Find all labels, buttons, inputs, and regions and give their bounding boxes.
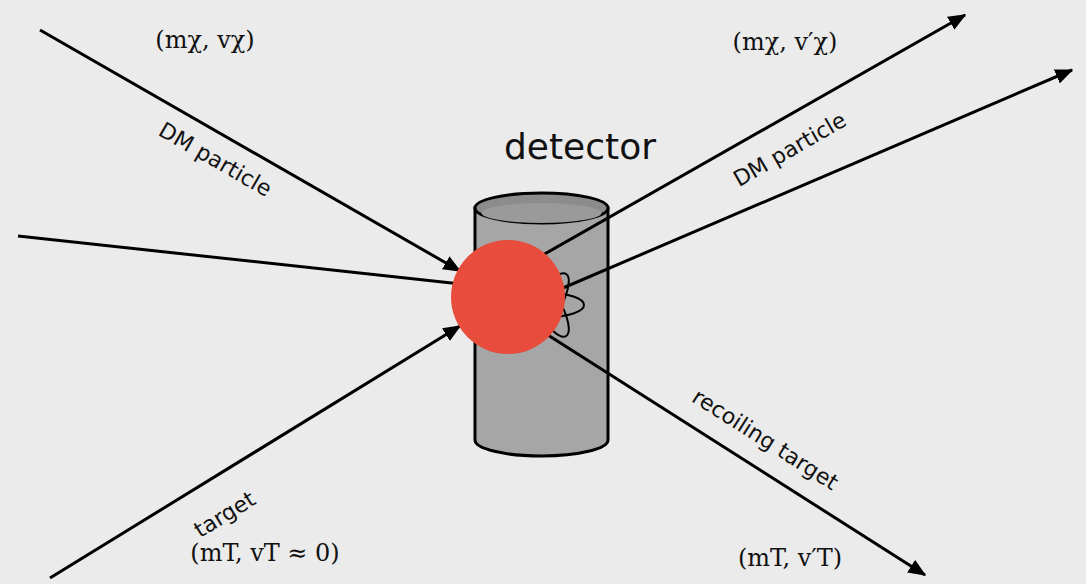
particle-label: target <box>190 486 261 543</box>
particle-label: DM particle <box>154 117 276 203</box>
dm-outgoing-kinematics: (mχ, v′χ) <box>733 28 838 57</box>
interaction-point <box>451 240 565 354</box>
target-kinematics: (mT, vT ≈ 0) <box>190 539 339 568</box>
particle-label: DM particle <box>729 107 851 193</box>
node-heading: detector <box>498 126 662 167</box>
particle-tracks <box>18 15 1072 578</box>
target-recoil-kinematics: (mT, v′T) <box>738 544 842 573</box>
detector-node: detector <box>498 120 662 173</box>
particle-label: recoiling target <box>687 384 843 496</box>
dm-incoming-kinematics: (mχ, vχ) <box>155 26 254 55</box>
